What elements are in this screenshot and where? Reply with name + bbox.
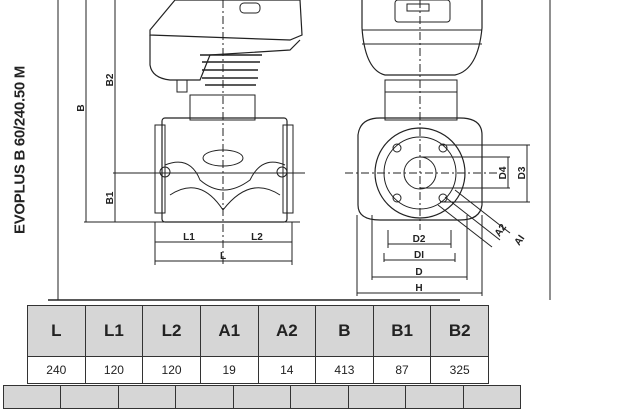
dim-label-l: L [220,251,226,262]
header-cell: L [27,305,86,357]
model-title: EVOPLUS B 60/240.50 M [11,66,29,234]
dim-label-b2: B2 [105,73,116,86]
header-cell: L2 [142,305,201,357]
header-cell: L1 [84,305,144,357]
dim-label-b1: B1 [105,191,116,204]
dim-label-b: B [76,104,87,111]
dim-label-d2: D2 [413,234,426,245]
table-header-row: L L1 L2 A1 A2 B B1 B2 [27,305,489,357]
header-cell: A1 [199,305,259,357]
header-cell [117,385,177,409]
value-cell: 14 [257,356,317,384]
header-cell [290,385,349,409]
header-cell [232,385,292,409]
header-cell [405,385,464,409]
header-cell [2,385,62,409]
dim-label-a1: AI [513,233,528,248]
dim-label-h: H [415,283,422,294]
value-cell: 240 [27,356,86,384]
value-cell: 87 [372,356,432,384]
technical-drawing: B B2 B1 L1 L2 L D2 DI D H D4 D3 A2 AI [48,0,551,301]
dim-label-l2: L2 [251,232,263,243]
value-cell: 120 [142,356,201,384]
value-cell: 120 [84,356,144,384]
table-row: 240 120 120 19 14 413 87 325 [27,356,489,384]
dim-label-d1: DI [414,250,424,261]
value-cell: 325 [430,356,489,384]
dimensions-table: L L1 L2 A1 A2 B B1 B2 240 120 120 19 14 … [27,305,489,384]
header-cell: B [315,305,374,357]
header-cell [60,385,119,409]
header-cell [347,385,407,409]
header-cell [462,385,521,409]
header-cell: B2 [430,305,489,357]
dim-label-d: D [415,267,422,278]
side-view-pump [149,0,303,265]
table-header-row [2,385,521,409]
second-dimensions-table [2,385,521,409]
header-cell: A2 [257,305,317,357]
dim-label-d3: D3 [517,166,528,179]
header-cell: B1 [372,305,432,357]
front-view-pump [345,0,500,230]
dim-label-d4: D4 [498,166,509,179]
header-cell [175,385,234,409]
dim-label-l1: L1 [183,232,195,243]
value-cell: 19 [199,356,259,384]
value-cell: 413 [315,356,374,384]
